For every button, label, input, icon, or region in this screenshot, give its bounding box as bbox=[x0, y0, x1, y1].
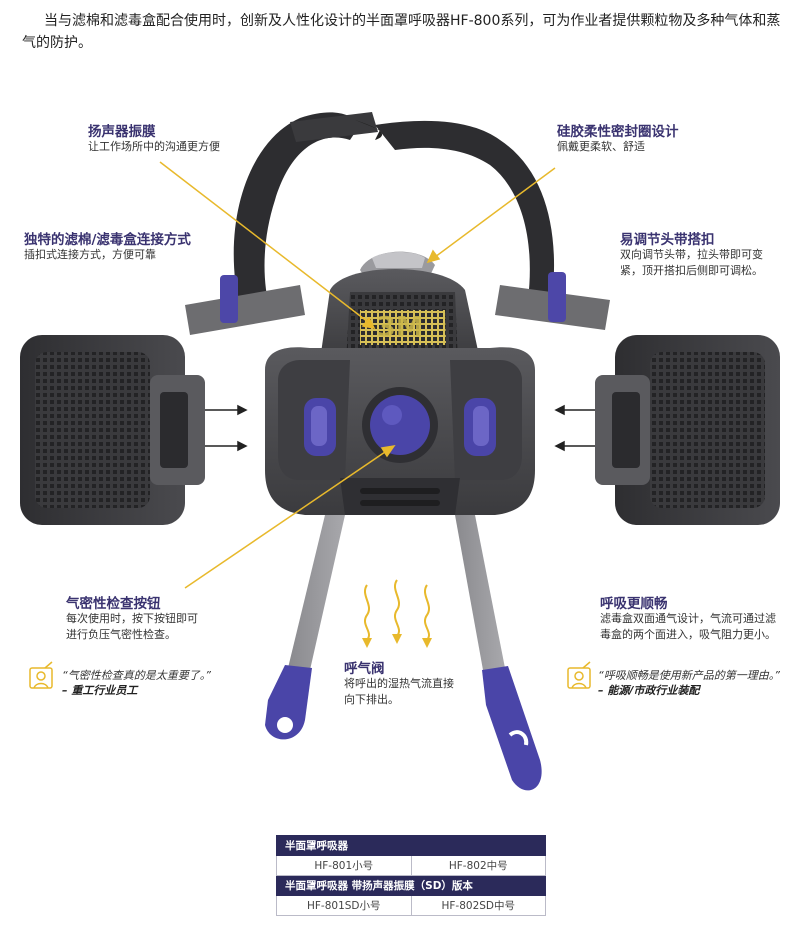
quote-icon-left bbox=[29, 661, 53, 689]
callout-breathing-desc: 滤毒盒双面通气设计，气流可通过滤毒盒的两个面进入，吸气阻力更小。 bbox=[600, 612, 776, 641]
table-row: HF-801SD小号 HF-802SD中号 bbox=[276, 895, 546, 916]
model-table-section-1: 半面罩呼吸器 bbox=[276, 835, 546, 856]
lower-buckle-right bbox=[482, 666, 542, 791]
callout-seal-check-title: 气密性检查按钮 bbox=[66, 596, 161, 612]
model-cell: HF-802中号 bbox=[410, 855, 546, 876]
callout-exhale-desc: 将呼出的湿热气流直接向下排出。 bbox=[344, 677, 454, 706]
head-harness bbox=[233, 112, 555, 311]
exhale-flow-arrows bbox=[364, 579, 430, 641]
callout-buckle-title: 易调节头带搭扣 bbox=[620, 232, 715, 248]
callout-connection-title: 独特的滤棉/滤毒盒连接方式 bbox=[24, 232, 191, 248]
seal-check-button bbox=[370, 395, 430, 455]
intro-text: 当与滤棉和滤毒盒配合使用时，创新及人性化设计的半面罩呼吸器HF-800系列，可为… bbox=[22, 13, 781, 51]
quote-left-text: “气密性检查真的是太重要了。” bbox=[62, 669, 211, 682]
model-cell: HF-802SD中号 bbox=[410, 895, 546, 916]
callout-pointers bbox=[159, 161, 556, 589]
quote-right-source: – 能源/市政行业装配 bbox=[598, 684, 700, 697]
callout-silicone-title: 硅胶柔性密封圈设计 bbox=[557, 124, 679, 140]
buckle-left bbox=[220, 275, 238, 323]
callout-speaker-title: 扬声器振膜 bbox=[88, 124, 156, 140]
speaker-grille: 3M bbox=[346, 292, 458, 362]
model-cell: HF-801小号 bbox=[276, 855, 412, 876]
table-row: HF-801小号 HF-802中号 bbox=[276, 855, 546, 876]
filter-cartridge-right bbox=[595, 335, 780, 525]
callout-silicone-desc: 佩戴更柔软、舒适 bbox=[557, 140, 645, 153]
callout-speaker-desc: 让工作场所中的沟通更方便 bbox=[88, 140, 220, 153]
callout-breathing-title: 呼吸更顺畅 bbox=[600, 596, 668, 612]
buckle-right bbox=[548, 272, 566, 322]
brand-logo: 3M bbox=[376, 310, 423, 343]
callout-seal-check-desc: 每次使用时，按下按钮即可进行负压气密性检查。 bbox=[66, 612, 198, 641]
model-table: 半面罩呼吸器 HF-801小号 HF-802中号 半面罩呼吸器 带扬声器振膜（S… bbox=[276, 835, 546, 916]
model-cell: HF-801SD小号 bbox=[276, 895, 412, 916]
quote-right-text: “呼吸顺畅是使用新产品的第一理由。” bbox=[598, 669, 780, 682]
quote-left: “气密性检查真的是太重要了。” – 重工行业员工 bbox=[62, 668, 262, 698]
filter-cartridge-left bbox=[20, 335, 205, 525]
callout-buckle-desc: 双向调节头带，拉头带即可变紧，顶开搭扣后侧即可调松。 bbox=[620, 248, 763, 277]
model-table-section-2: 半面罩呼吸器 带扬声器振膜（SD）版本 bbox=[276, 875, 546, 896]
callout-connection-desc: 插扣式连接方式，方便可靠 bbox=[24, 248, 156, 261]
quote-left-source: – 重工行业员工 bbox=[62, 684, 138, 697]
airflow-arrows bbox=[205, 404, 595, 452]
quote-icon-right bbox=[567, 661, 591, 689]
quote-right: “呼吸顺畅是使用新产品的第一理由。” – 能源/市政行业装配 bbox=[598, 668, 794, 698]
lower-buckle-left bbox=[265, 665, 312, 740]
callout-exhale-title: 呼气阀 bbox=[344, 661, 385, 677]
exhalation-valve-cover bbox=[340, 478, 460, 515]
